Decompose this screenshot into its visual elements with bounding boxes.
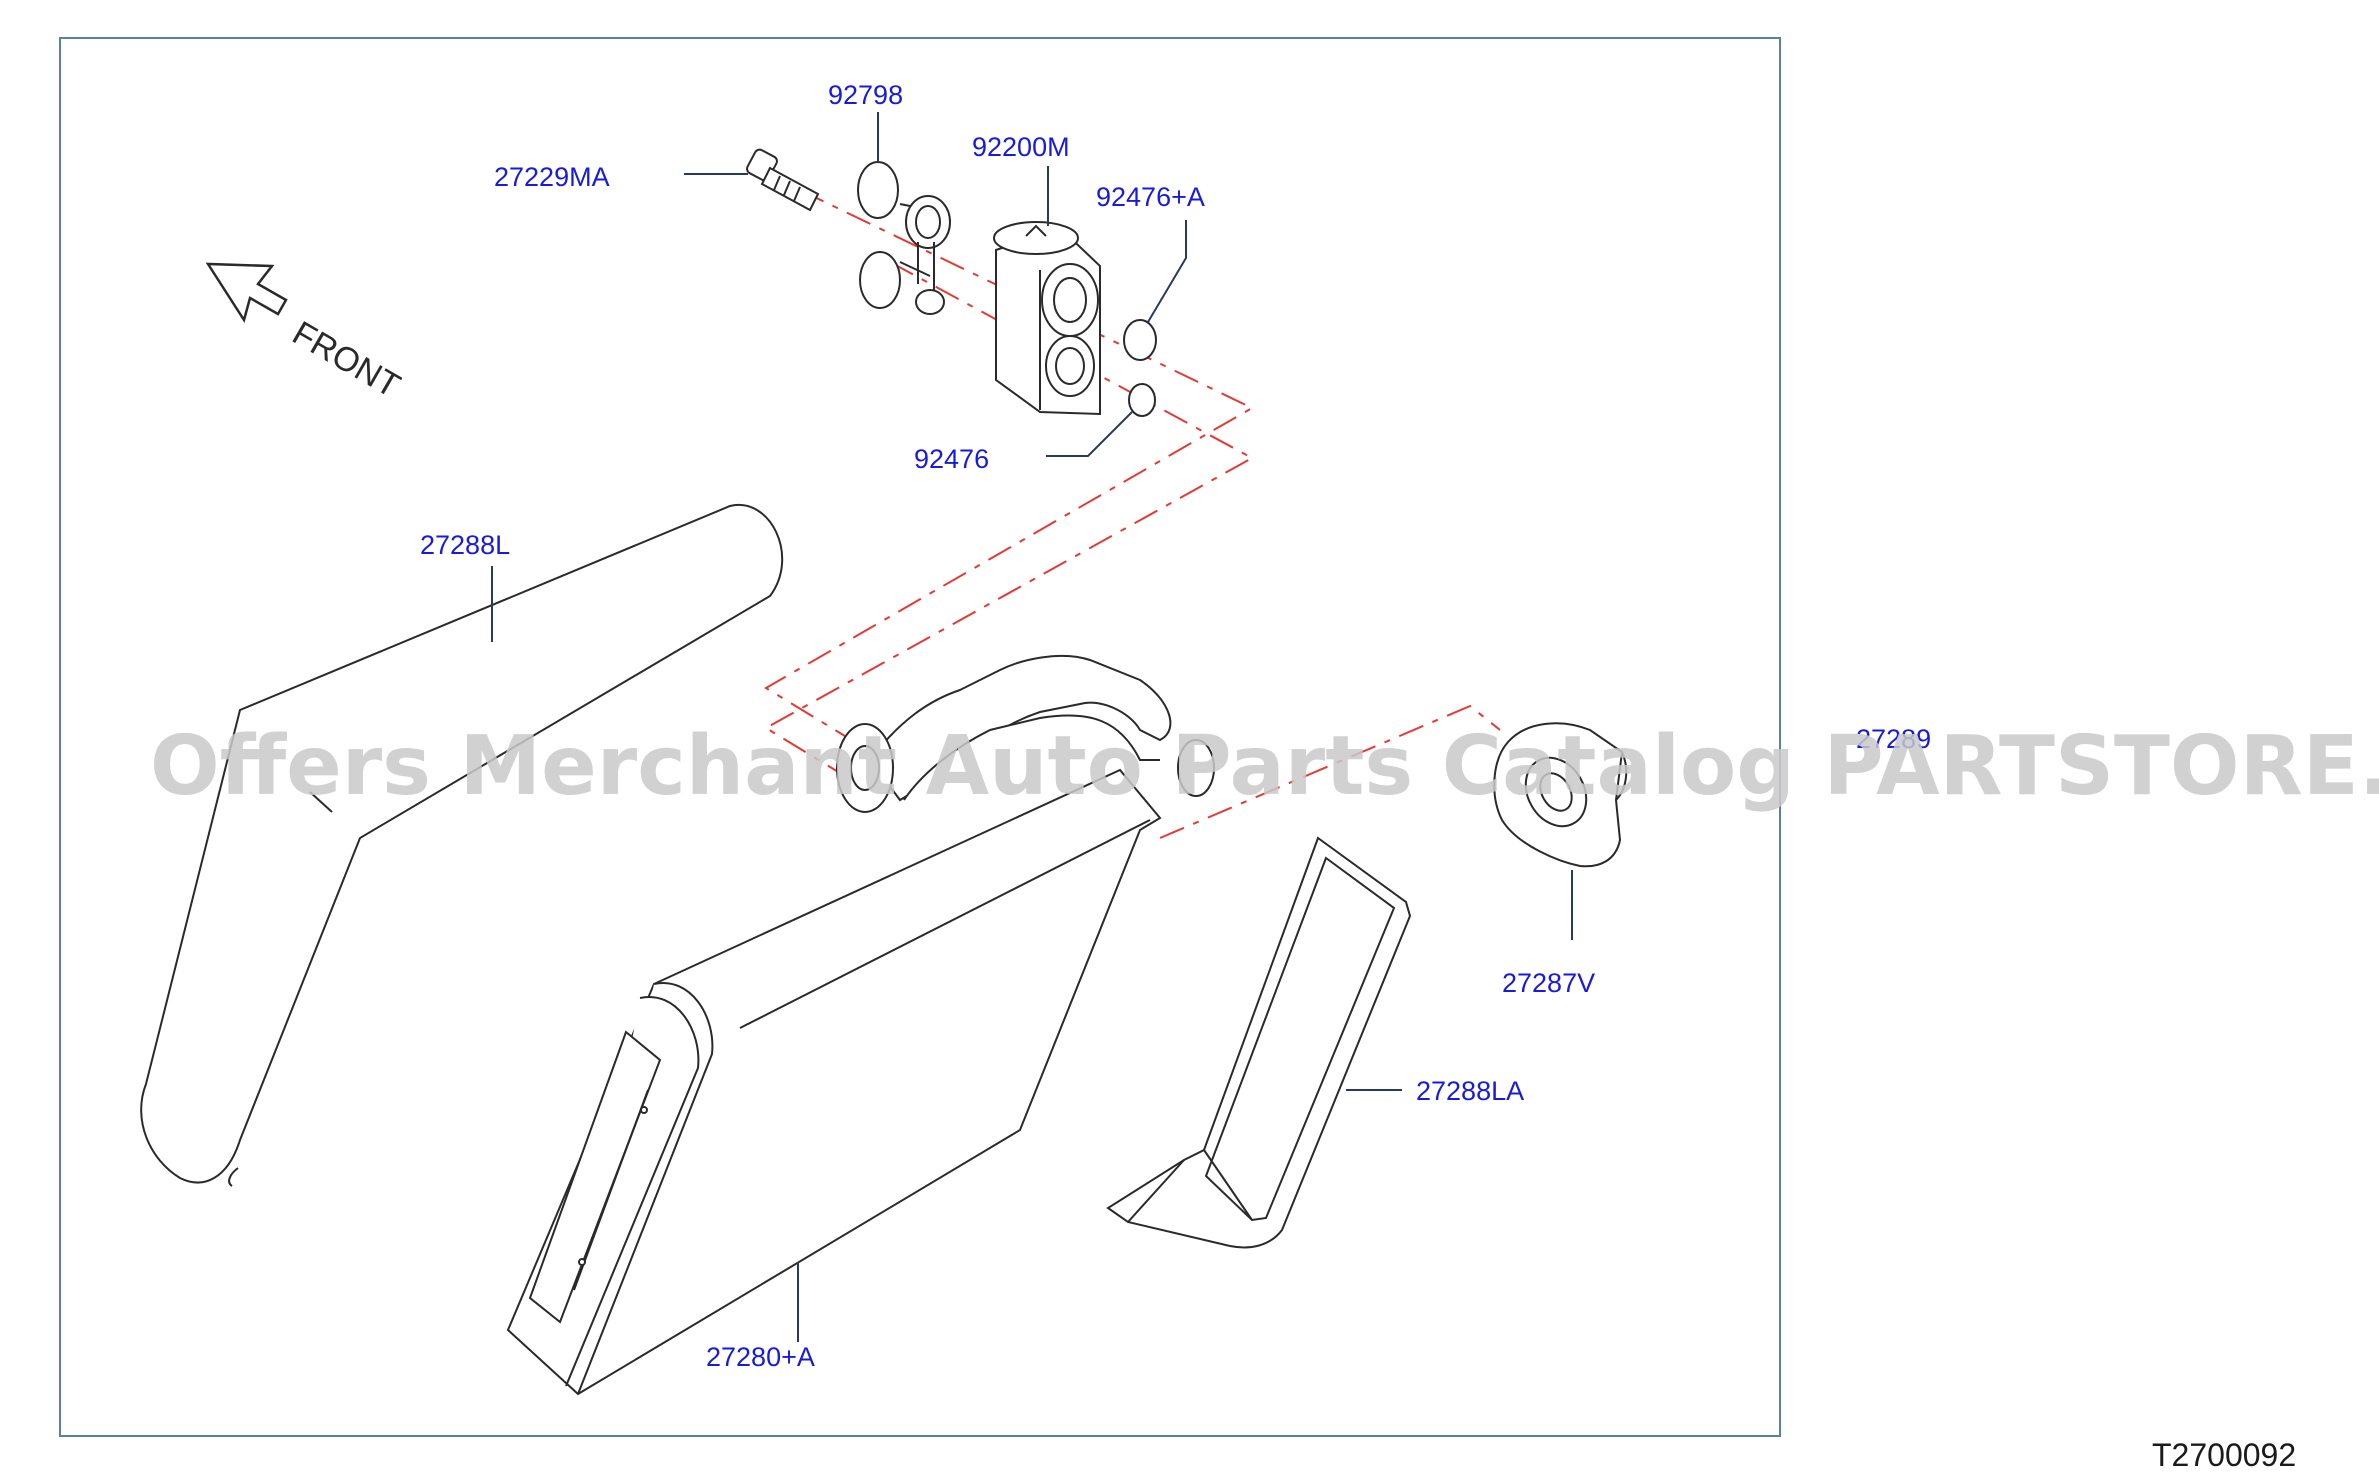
diagram-code: T2700092 (2152, 1437, 2296, 1473)
part-label-27287V[interactable]: 27287V (1502, 968, 1595, 998)
assembly-dash-lines (764, 189, 1501, 839)
part-label-27229MA[interactable]: 27229MA (494, 162, 610, 192)
bolt-part (746, 148, 820, 212)
part-label-27289[interactable]: 27289 (1856, 724, 1931, 754)
part-label-92200M[interactable]: 92200M (972, 132, 1070, 162)
evaporator-pipe-part (836, 654, 1215, 813)
seal-part (1493, 722, 1628, 868)
part-label-27288LA[interactable]: 27288LA (1416, 1076, 1524, 1106)
flange-part (857, 161, 951, 315)
part-label-27280A[interactable]: 27280+A (706, 1342, 815, 1372)
expansion-valve-part (993, 221, 1101, 416)
front-label: FRONT (286, 314, 406, 405)
evaporator-core-part (506, 768, 1162, 1396)
watermark-text: Offers Merchant Auto Parts Catalog PARTS… (150, 719, 2379, 814)
leader-lines (491, 112, 1573, 1342)
part-label-92476a[interactable]: 92476+A (1096, 182, 1205, 212)
insulator-left-part (140, 503, 784, 1187)
front-arrow-icon (205, 262, 288, 324)
part-label-92476[interactable]: 92476 (914, 444, 989, 474)
diagram-frame (59, 37, 1781, 1437)
insulator-lower-part (1106, 836, 1412, 1249)
o-ring-parts (1123, 319, 1157, 417)
part-label-27288L[interactable]: 27288L (420, 530, 510, 560)
part-label-92798[interactable]: 92798 (828, 80, 903, 110)
